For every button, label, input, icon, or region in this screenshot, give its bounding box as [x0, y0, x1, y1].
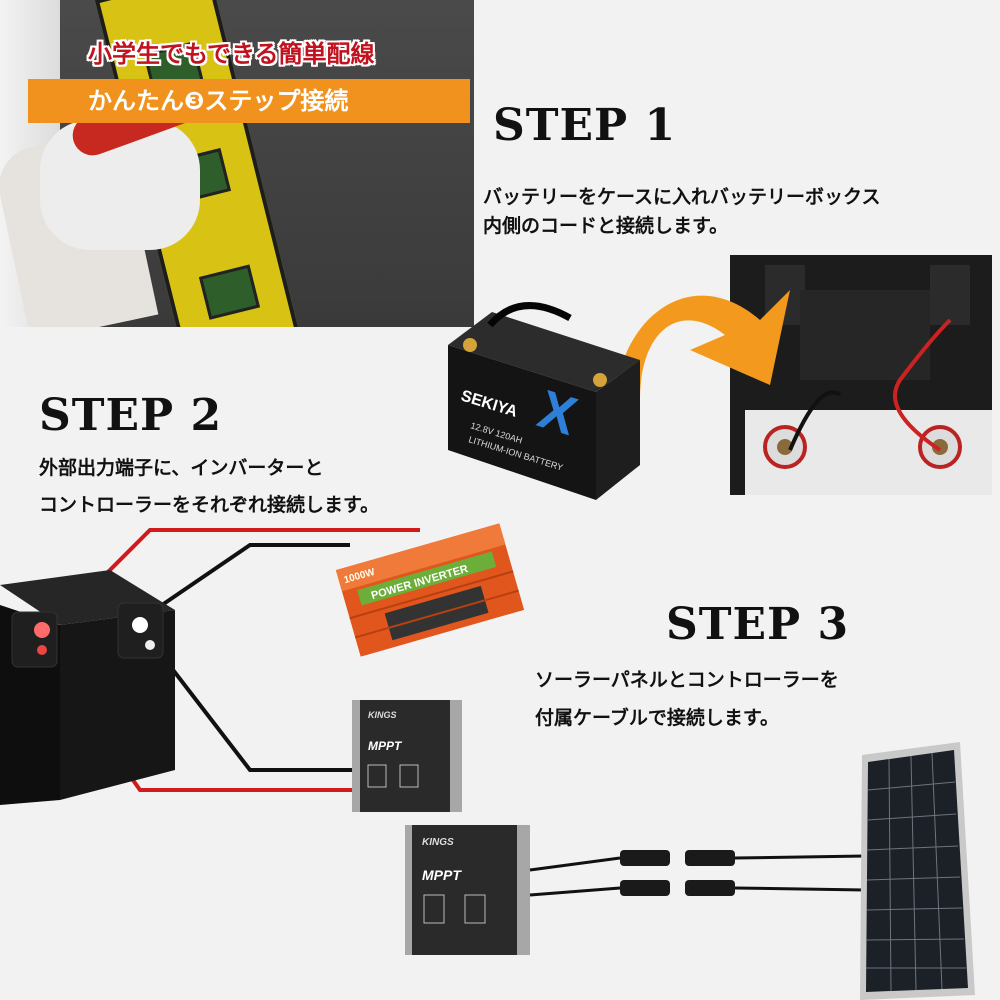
mppt-controller-1-image: KINGS MPPT	[352, 700, 462, 812]
mppt-controller-2-image: KINGS MPPT	[405, 825, 530, 955]
lithium-battery-image: SEKIYA X 12.8V 120AH LITHIUM-ION BATTERY	[448, 302, 640, 500]
mc4-connector-icon	[685, 850, 735, 866]
battery-box-open-image	[730, 255, 992, 495]
step2-line1: 外部出力端子に、インバーターと	[39, 457, 324, 479]
mc4-connector-icon	[685, 880, 735, 896]
controller-2-model: MPPT	[422, 867, 462, 883]
hero-photo-level-and-glove	[0, 0, 474, 327]
solar-panel-image	[860, 742, 975, 1000]
step2-line2: コントローラーをそれぞれ接続します。	[39, 494, 380, 516]
battery-box-closed-image	[0, 570, 175, 805]
step1-line2: 内側のコードと接続します。	[483, 215, 729, 237]
step3-title: STEP 3	[666, 599, 850, 650]
step2-description: 外部出力端子に、インバーターと コントローラーをそれぞれ接続します。	[39, 450, 499, 524]
black-wire	[138, 543, 350, 622]
black-wire-2	[148, 638, 360, 772]
step3-description: ソーラーパネルとコントローラーを 付属ケーブルで接続します。	[535, 661, 965, 737]
step1-line1: バッテリーをケースに入れバッテリーボックス	[483, 186, 881, 208]
mc4-connector-icon	[620, 850, 670, 866]
step1-title: STEP 1	[493, 100, 677, 151]
controller-1-model: MPPT	[368, 739, 403, 753]
power-inverter-image: POWER INVERTER 1000W	[335, 523, 525, 657]
step2-title: STEP 2	[39, 390, 223, 441]
subtitle-text: 小学生でもできる簡単配線	[88, 40, 375, 68]
step3-line2: 付属ケーブルで接続します。	[535, 707, 779, 729]
orange-arrow-icon	[615, 290, 790, 400]
step3-line1: ソーラーパネルとコントローラーを	[535, 669, 839, 691]
step1-description: バッテリーをケースに入れバッテリーボックス 内側のコードと接続します。	[483, 183, 983, 241]
mc4-connector-icon	[620, 880, 670, 896]
controller-2-brand: KINGS	[422, 837, 454, 848]
controller-1-brand: KINGS	[368, 710, 397, 720]
solar-cables	[529, 850, 866, 897]
banner-three-steps: かんたん❸ステップ接続	[28, 79, 470, 123]
